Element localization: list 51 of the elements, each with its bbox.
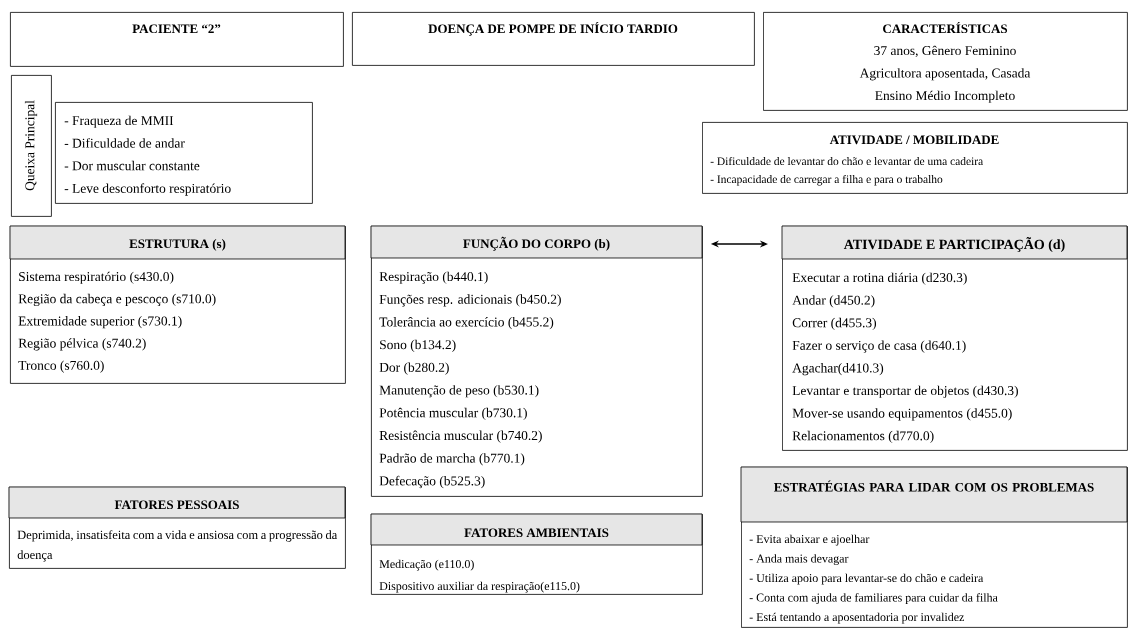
- list-item: Região da cabeça e pescoço (s710.0): [18, 293, 216, 307]
- list-item: - Dor muscular constante: [64, 160, 200, 171]
- box-heading: FATORES PESSOAIS: [114, 500, 239, 510]
- list-item: Padrão de marcha (b770.1): [379, 453, 525, 466]
- list-item: Dor (b280.2): [379, 362, 449, 375]
- paragraph: Deprimida, insatisfeita com a vida e ansiosa com a progressão da doença: [17, 530, 338, 562]
- box-heading: FUNÇÃO DO CORPO (b): [463, 236, 610, 251]
- box-heading: FATORES AMBIENTAIS: [464, 528, 609, 538]
- list-item: Defecação (b525.3): [379, 475, 485, 489]
- list-item: - Utiliza apoio para levantar-se do chão e cadeira: [749, 573, 984, 585]
- box-heading: ATIVIDADE E PARTICIPAÇÃO (d): [843, 237, 1065, 252]
- list-item: - Anda mais devagar: [749, 554, 849, 566]
- list-item: - Está tentando a aposentadoria por invalidez: [749, 612, 964, 624]
- list-item: - Fraqueza de MMII: [64, 115, 174, 128]
- box-heading: ESTRATÉGIAS PARA LIDAR COM OS PROBLEMAS: [774, 480, 1094, 492]
- vertical-label: Queixa Principal: [24, 100, 38, 191]
- list-item: Potência muscular (b730.1): [379, 407, 527, 421]
- list-item: Sono (b134.2): [380, 339, 456, 352]
- list-item: Manutenção de peso (b530.1): [379, 385, 539, 398]
- list-item: Tronco (s760.0): [18, 360, 104, 373]
- list-item: Mover-se usando equipamentos (d455.0): [792, 408, 1012, 421]
- list-item: Correr (d455.3): [792, 317, 876, 331]
- box-heading: CARACTERÍSTICAS: [883, 21, 1008, 34]
- box-heading: DOENÇA DE POMPE DE INÍCIO TARDIO: [428, 21, 678, 36]
- list-item: Medicação (e110.0): [379, 559, 474, 571]
- list-item: - Leve desconforto respiratório: [64, 183, 231, 196]
- list-item: Extremidade superior (s730.1): [18, 316, 182, 329]
- list-item: Fazer o serviço de casa (d640.1): [792, 340, 966, 353]
- list-item: - Evita abaixar e ajoelhar: [749, 534, 870, 546]
- list-item: Relacionamentos (d770.0): [792, 430, 934, 444]
- list-item: - Incapacidade de carregar a filha e para o trabalho: [710, 174, 943, 186]
- list-item: Respiração (b440.1): [379, 271, 488, 284]
- list-item: Sistema respiratório (s430.0): [19, 271, 174, 284]
- list-item: - Conta com ajuda de familiares para cuidar da filha: [749, 593, 998, 605]
- text-line: Ensino Médio Incompleto: [875, 90, 1015, 103]
- list-item: Executar a rotina diária (d230.3): [792, 272, 967, 285]
- text-line: 37 anos, Gênero Feminino: [874, 45, 1016, 58]
- list-item: Região pélvica (s740.2): [18, 338, 146, 351]
- list-item: Funções resp. adicionais (b450.2): [379, 294, 561, 307]
- list-item: Resistência muscular (b740.2): [379, 430, 542, 443]
- list-item: - Dificuldade de levantar do chão e levantar de uma cadeira: [710, 156, 983, 166]
- list-item: Agachar(d410.3): [792, 363, 884, 376]
- list-item: Tolerância ao exercício (b455.2): [379, 317, 554, 330]
- list-item: Andar (d450.2): [792, 295, 875, 308]
- list-item: Levantar e transportar de objetos (d430.3): [792, 385, 1018, 398]
- text-line: Agricultora aposentada, Casada: [859, 68, 1031, 81]
- list-item: - Dificuldade de andar: [64, 138, 185, 148]
- list-item: Dispositivo auxiliar da respiração(e115.0): [379, 581, 580, 593]
- box-heading: PACIENTE “2”: [132, 24, 221, 34]
- box-heading: ATIVIDADE / MOBILIDADE: [829, 135, 999, 145]
- box-heading: ESTRUTURA (s): [129, 239, 226, 251]
